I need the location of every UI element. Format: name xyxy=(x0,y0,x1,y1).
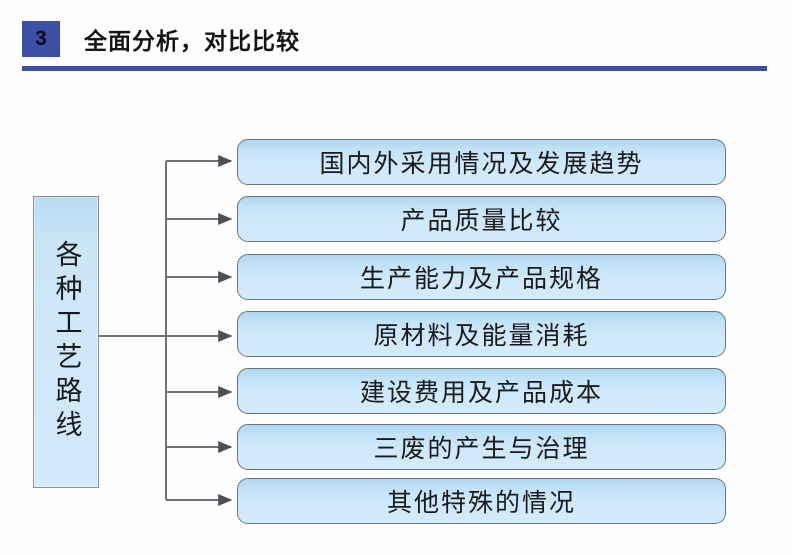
diagram-branch-node-3[interactable]: 生产能力及产品规格 xyxy=(237,254,726,300)
diagram-branch-label-2: 产品质量比较 xyxy=(400,208,563,235)
diagram-branch-node-1[interactable]: 国内外采用情况及发展趋势 xyxy=(237,139,726,185)
diagram-root-node[interactable]: 各种工艺路线 xyxy=(33,196,99,488)
header-divider xyxy=(22,66,767,71)
diagram-branch-node-5[interactable]: 建设费用及产品成本 xyxy=(237,368,726,414)
diagram-branch-label-4: 原材料及能量消耗 xyxy=(373,323,590,350)
diagram-branch-node-2[interactable]: 产品质量比较 xyxy=(237,196,726,242)
diagram-branch-label-5: 建设费用及产品成本 xyxy=(359,380,603,407)
section-number-badge: 3 xyxy=(22,21,60,57)
page-title: 全面分析，对比比较 xyxy=(84,28,300,54)
diagram-branch-node-4[interactable]: 原材料及能量消耗 xyxy=(237,311,726,357)
diagram-branch-label-1: 国内外采用情况及发展趋势 xyxy=(319,151,644,178)
diagram-branch-node-7[interactable]: 其他特殊的情况 xyxy=(237,478,726,524)
diagram-root-label: 各种工艺路线 xyxy=(51,240,82,444)
slide-header: 3 全面分析，对比比较 xyxy=(0,0,792,72)
diagram-branch-label-6: 三废的产生与治理 xyxy=(373,436,590,463)
diagram-branch-label-7: 其他特殊的情况 xyxy=(386,490,576,517)
diagram-branch-node-6[interactable]: 三废的产生与治理 xyxy=(237,424,726,470)
diagram-branch-label-3: 生产能力及产品规格 xyxy=(359,266,603,293)
